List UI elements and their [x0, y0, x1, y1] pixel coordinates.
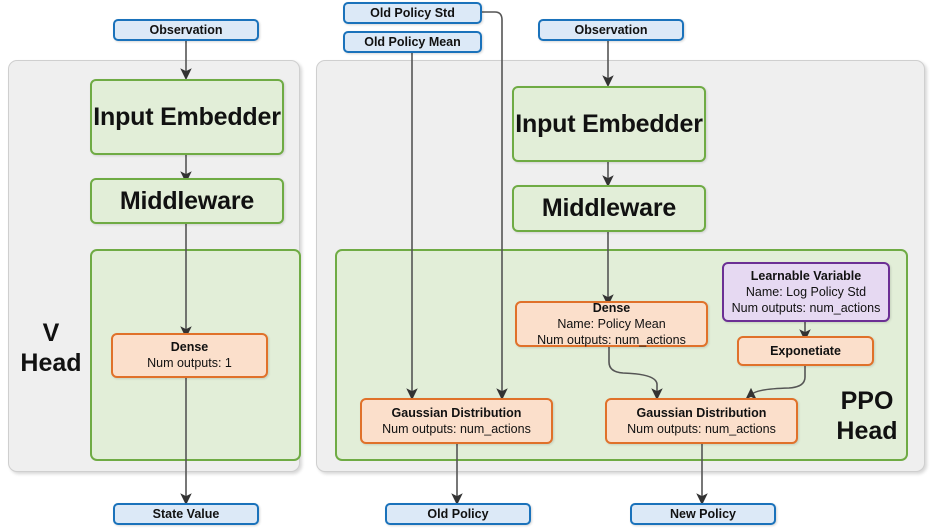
- ppo-learnable-variable-name: Name: Log Policy Std: [745, 284, 867, 299]
- output-old-policy-label: Old Policy: [427, 507, 489, 521]
- ppo-gaussian-distribution-new[interactable]: Gaussian Distribution Num outputs: num_a…: [605, 398, 798, 444]
- input-observation-v[interactable]: Observation: [113, 19, 259, 41]
- ppo-input-embedder[interactable]: Input Embedder: [512, 86, 706, 162]
- v-dense-title: Dense: [170, 340, 209, 354]
- ppo-gaussian-new-num-outputs: Num outputs: num_actions: [627, 421, 776, 436]
- ppo-learnable-variable-log-policy-std[interactable]: Learnable Variable Name: Log Policy Std …: [722, 262, 890, 322]
- ppo-learnable-variable-title: Learnable Variable: [750, 268, 862, 283]
- v-input-embedder-label: Input Embedder: [93, 102, 281, 131]
- ppo-input-embedder-label: Input Embedder: [515, 109, 703, 138]
- v-head-caption: V Head: [16, 318, 86, 378]
- ppo-exponentiate-label: Exponetiate: [770, 344, 841, 358]
- input-old-policy-mean-label: Old Policy Mean: [364, 35, 461, 49]
- output-state-value[interactable]: State Value: [113, 503, 259, 525]
- ppo-head-caption-line1: PPO: [840, 387, 894, 415]
- ppo-gaussian-new-title: Gaussian Distribution: [636, 405, 767, 420]
- ppo-learnable-variable-num-outputs: Num outputs: num_actions: [731, 300, 881, 315]
- ppo-head-caption: PPO Head: [812, 386, 922, 446]
- ppo-dense-policy-mean-num-outputs: Num outputs: num_actions: [537, 332, 686, 347]
- v-input-embedder[interactable]: Input Embedder: [90, 79, 284, 155]
- input-old-policy-mean[interactable]: Old Policy Mean: [343, 31, 482, 53]
- output-new-policy[interactable]: New Policy: [630, 503, 776, 525]
- ppo-middleware-label: Middleware: [541, 194, 677, 222]
- ppo-middleware[interactable]: Middleware: [512, 185, 706, 232]
- input-old-policy-std[interactable]: Old Policy Std: [343, 2, 482, 24]
- output-new-policy-label: New Policy: [670, 507, 736, 521]
- ppo-dense-policy-mean-title: Dense: [592, 300, 631, 315]
- output-state-value-label: State Value: [152, 507, 220, 521]
- ppo-head-caption-line2: Head: [836, 417, 898, 445]
- input-observation-ppo-label: Observation: [574, 23, 648, 37]
- v-dense-num-outputs: Num outputs: 1: [147, 356, 232, 370]
- input-observation-ppo[interactable]: Observation: [538, 19, 684, 41]
- input-old-policy-std-label: Old Policy Std: [370, 6, 455, 20]
- v-head-caption-line1: V: [42, 319, 60, 347]
- input-observation-v-label: Observation: [149, 23, 223, 37]
- v-dense[interactable]: Dense Num outputs: 1: [111, 333, 268, 378]
- ppo-dense-policy-mean[interactable]: Dense Name: Policy Mean Num outputs: num…: [515, 301, 708, 347]
- ppo-gaussian-distribution-old[interactable]: Gaussian Distribution Num outputs: num_a…: [360, 398, 553, 444]
- v-middleware[interactable]: Middleware: [90, 178, 284, 224]
- ppo-gaussian-old-num-outputs: Num outputs: num_actions: [382, 421, 531, 436]
- ppo-gaussian-old-title: Gaussian Distribution: [391, 405, 522, 420]
- v-middleware-label: Middleware: [119, 186, 255, 215]
- output-old-policy[interactable]: Old Policy: [385, 503, 531, 525]
- ppo-dense-policy-mean-name: Name: Policy Mean: [557, 316, 666, 331]
- v-head-caption-line2: Head: [20, 349, 82, 377]
- ppo-exponentiate[interactable]: Exponetiate: [737, 336, 874, 366]
